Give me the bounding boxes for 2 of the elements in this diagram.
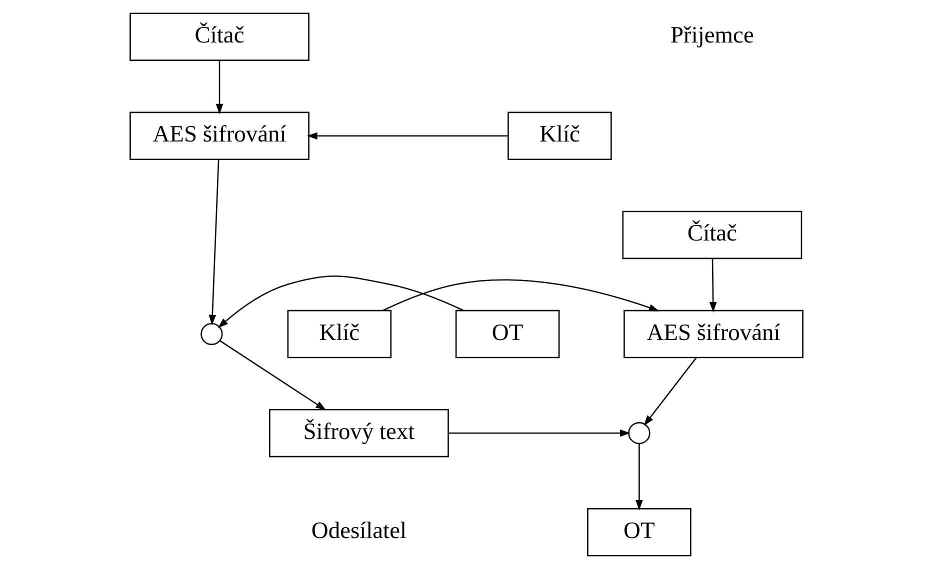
label: Přijemce — [670, 22, 754, 49]
label: Odesílatel — [310, 518, 406, 544]
